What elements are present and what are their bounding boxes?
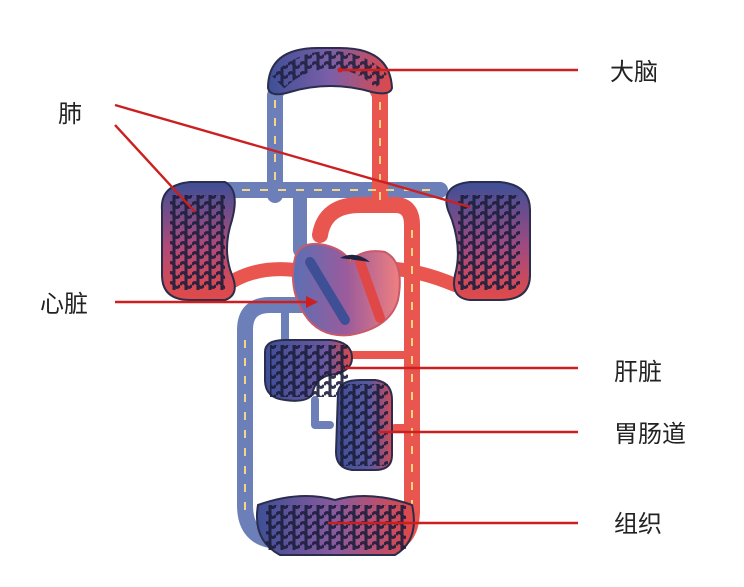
- heart: [292, 242, 401, 337]
- tissue-capillary-bed: [256, 495, 415, 556]
- liver: [264, 339, 354, 402]
- pointer-lung-left: [114, 124, 196, 213]
- labels: 大脑 肺 心脏 肝脏 胃肠道 组织: [40, 58, 686, 538]
- label-liver: 肝脏: [614, 358, 662, 386]
- label-brain: 大脑: [610, 58, 658, 86]
- label-tissue: 组织: [614, 510, 662, 538]
- label-gut: 胃肠道: [614, 420, 686, 448]
- pointer-lines: [114, 67, 578, 525]
- gastrointestinal-tract: [334, 379, 393, 471]
- label-heart: 心脏: [40, 290, 88, 318]
- right-lung: [445, 181, 531, 301]
- pointer-lung-right: [114, 103, 471, 209]
- left-lung: [160, 181, 236, 301]
- label-lung: 肺: [58, 100, 82, 128]
